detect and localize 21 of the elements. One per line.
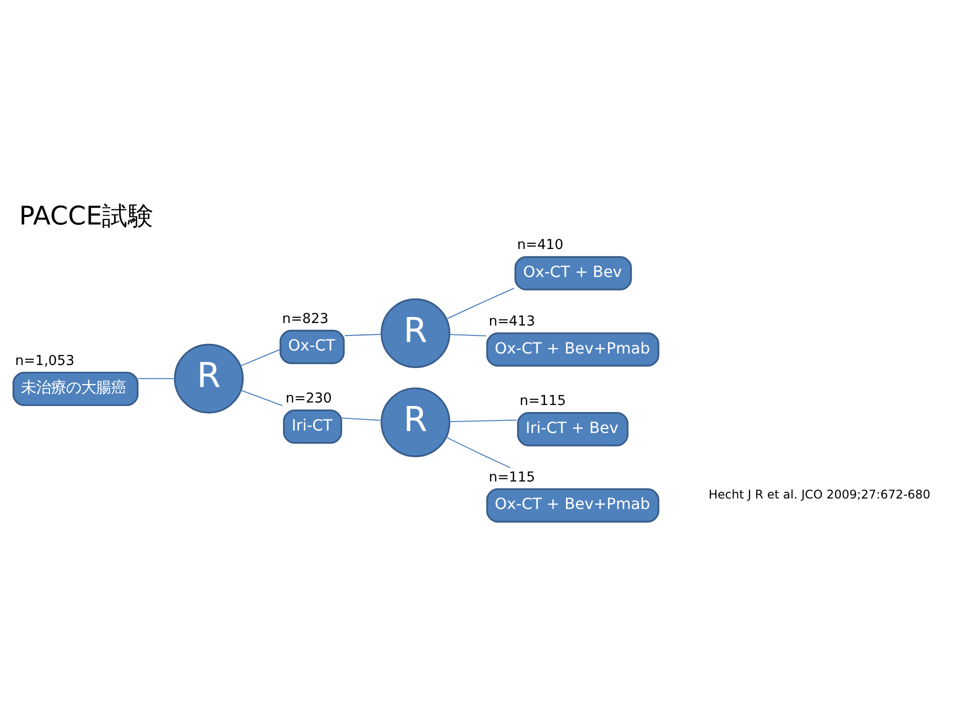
connector xyxy=(450,419,517,422)
connector xyxy=(446,287,514,319)
node-label: n=410 xyxy=(517,236,564,253)
connector xyxy=(342,417,382,420)
node-label: n=230 xyxy=(286,390,332,406)
node-circle: R xyxy=(174,343,244,413)
node-circle: R xyxy=(380,298,450,368)
node-label: n=823 xyxy=(282,310,328,326)
connector xyxy=(240,389,282,406)
node-label: n=413 xyxy=(488,312,536,329)
connector xyxy=(240,348,280,366)
connector xyxy=(138,378,175,379)
node-circle: R xyxy=(380,386,450,457)
node-label: n=115 xyxy=(520,392,566,409)
connector xyxy=(450,334,486,336)
diagram-title: PACCE試験 xyxy=(19,200,154,231)
connector xyxy=(344,333,382,336)
node-label: n=1,053 xyxy=(15,352,74,368)
connector xyxy=(446,436,510,468)
label: Hecht J R et al. JCO 2009;27:672-680 xyxy=(708,486,930,501)
node-label: n=115 xyxy=(488,468,536,485)
